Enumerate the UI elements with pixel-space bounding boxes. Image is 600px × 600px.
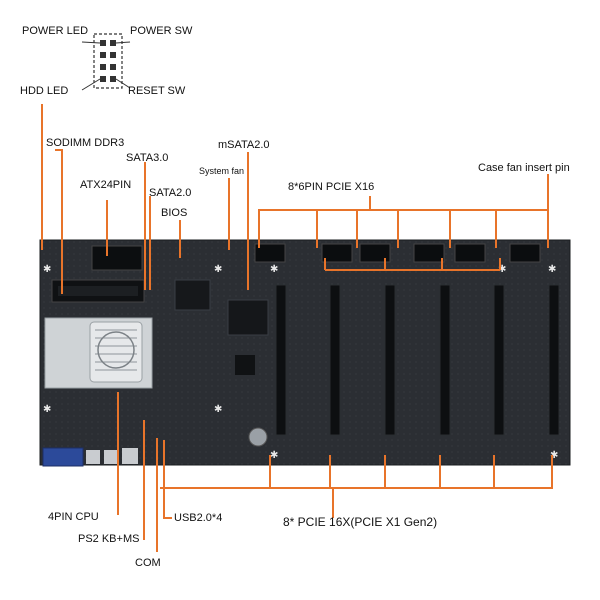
usb-label: USB2.0*4 — [174, 512, 223, 524]
cpu4pin-label: 4PIN CPU — [48, 511, 99, 523]
power-led-label: POWER LED — [22, 25, 89, 37]
reset-sw-label: RESET SW — [128, 85, 186, 97]
svg-text:✱: ✱ — [214, 264, 222, 275]
leader-lines — [41, 104, 553, 552]
svg-text:✱: ✱ — [498, 264, 506, 275]
system-fan-label: System fan — [199, 166, 245, 176]
case-fan-label: Case fan insert pin — [478, 162, 570, 174]
svg-text:✱: ✱ — [548, 264, 556, 275]
motherboard: ✱ ✱ ✱ ✱ ✱ ✱ ✱ ✱ ✱ — [39, 239, 571, 467]
power-sw-label: POWER SW — [130, 25, 193, 37]
com-label: COM — [135, 557, 161, 569]
ps2-label: PS2 KB+MS — [78, 533, 140, 545]
sata2-label: SATA2.0 — [149, 187, 192, 199]
svg-text:✱: ✱ — [270, 264, 278, 275]
sodimm-label: SODIMM DDR3 — [46, 137, 125, 149]
svg-text:✱: ✱ — [43, 404, 51, 415]
sata3-label: SATA3.0 — [126, 152, 169, 164]
bios-label: BIOS — [161, 207, 188, 219]
atx24-label: ATX24PIN — [80, 179, 132, 191]
msata-label: mSATA2.0 — [218, 139, 270, 151]
svg-text:✱: ✱ — [214, 404, 222, 415]
pcie-slots-label: 8* PCIE 16X(PCIE X1 Gen2) — [283, 515, 438, 529]
svg-text:✱: ✱ — [270, 450, 278, 461]
svg-text:✱: ✱ — [43, 264, 51, 275]
hdd-led-label: HDD LED — [20, 85, 69, 97]
pcie-power-label: 8*6PIN PCIE X16 — [288, 181, 375, 193]
front-panel-header — [81, 33, 131, 91]
svg-text:✱: ✱ — [550, 450, 558, 461]
